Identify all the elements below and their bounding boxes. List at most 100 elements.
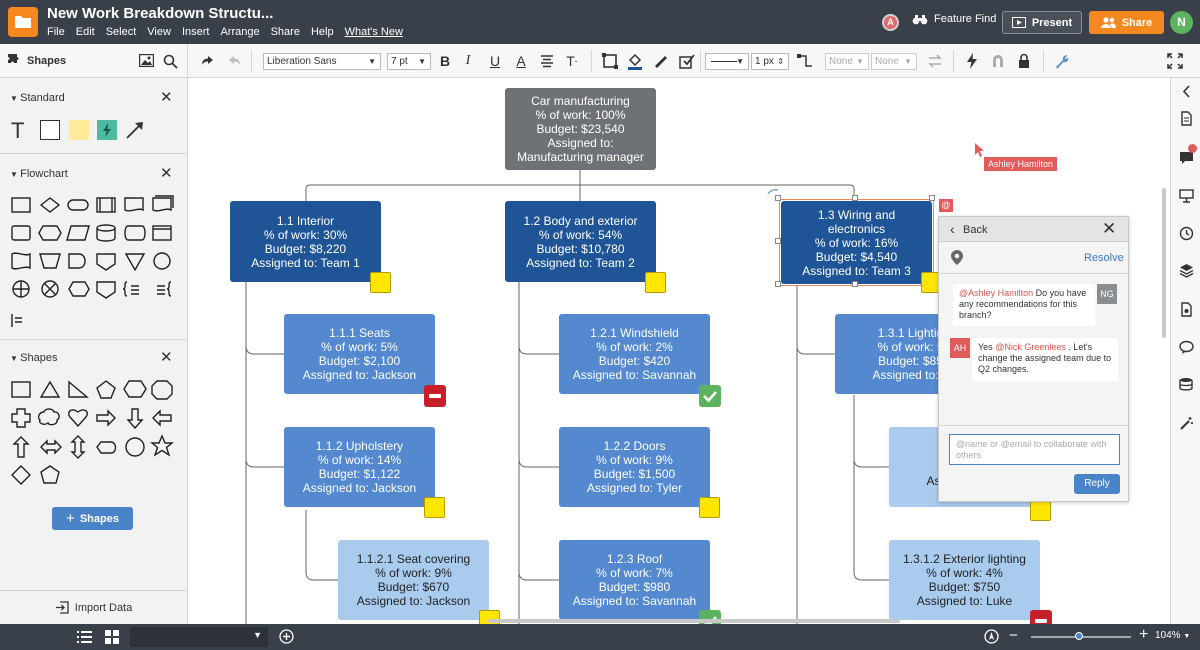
menu-edit[interactable]: Edit (75, 26, 95, 38)
wbs-node-1-1-2-1[interactable]: 1.1.2.1 Seat covering % of work: 9% Budg… (338, 540, 489, 620)
chat-icon[interactable] (1179, 340, 1194, 355)
database-icon[interactable] (1179, 377, 1194, 392)
line-width-select[interactable]: 1 px⇕ (751, 53, 789, 70)
text-color-icon[interactable]: A (516, 53, 526, 69)
sticky-note-icon[interactable] (370, 272, 391, 293)
navigation-icon[interactable] (984, 629, 999, 644)
sticky-note-icon[interactable] (699, 497, 720, 518)
grid-view-icon[interactable] (105, 630, 119, 644)
redo-icon[interactable] (225, 52, 243, 70)
close-icon[interactable]: ✕ (160, 89, 173, 106)
wbs-node-1-1-1[interactable]: 1.1.1 Seats % of work: 5% Budget: $2,100… (284, 314, 435, 394)
sticky-note-icon[interactable] (645, 272, 666, 293)
minus-status-icon[interactable] (424, 385, 446, 407)
comment-input[interactable]: @name or @email to collaborate with othe… (949, 434, 1120, 465)
wbs-node-1-2-3[interactable]: 1.2.3 Roof % of work: 7% Budget: $980 As… (559, 540, 710, 620)
minus-status-icon[interactable] (1030, 610, 1052, 624)
flowchart-shapes-grid[interactable] (9, 194, 179, 329)
wbs-node-1-2-2[interactable]: 1.2.2 Doors % of work: 9% Budget: $1,500… (559, 427, 710, 507)
data-icon[interactable] (1179, 302, 1194, 317)
section-flowchart-header[interactable]: ▼ Flowchart (10, 168, 68, 180)
reply-button[interactable]: Reply (1074, 474, 1120, 494)
document-title[interactable]: New Work Breakdown Structu... (47, 5, 274, 22)
close-icon[interactable]: ✕ (160, 165, 173, 182)
magnet-icon[interactable] (989, 52, 1007, 70)
zoom-out-button[interactable]: − (1009, 627, 1018, 644)
mention-link[interactable]: @Nick Greenlees (995, 342, 1066, 352)
search-icon[interactable] (163, 54, 178, 69)
menu-share[interactable]: Share (270, 26, 300, 38)
page-select[interactable]: ▼ (130, 627, 268, 647)
wbs-node-root[interactable]: Car manufacturing % of work: 100% Budget… (505, 88, 656, 170)
horizontal-scrollbar[interactable] (488, 619, 900, 623)
chevron-left-icon[interactable] (1179, 84, 1194, 99)
section-standard-header[interactable]: ▼ Standard (10, 92, 65, 104)
standard-shape-rectangle[interactable] (40, 120, 60, 140)
selection-handle[interactable] (852, 195, 858, 201)
wbs-node-1-1-2[interactable]: 1.1.2 Upholstery % of work: 14% Budget: … (284, 427, 435, 507)
font-family-select[interactable]: Liberation Sans▼ (263, 53, 381, 70)
menu-arrange[interactable]: Arrange (220, 26, 260, 38)
image-icon[interactable] (139, 54, 154, 67)
vertical-scrollbar[interactable] (1162, 188, 1166, 338)
basic-shapes-grid[interactable] (9, 378, 179, 488)
standard-shape-sticky-note[interactable] (69, 120, 89, 140)
menu-insert[interactable]: Insert (181, 26, 210, 38)
standard-shape-arrow[interactable] (125, 120, 145, 140)
standard-shape-text[interactable]: T (11, 118, 25, 143)
share-button[interactable]: Share (1089, 11, 1164, 34)
standard-shape-action[interactable] (97, 120, 117, 140)
arrow-end-select[interactable]: None▼ (871, 53, 917, 70)
italic-icon[interactable]: I (465, 53, 471, 68)
collaborator-avatar[interactable]: A (882, 14, 899, 31)
list-view-icon[interactable] (77, 630, 92, 644)
chevron-left-icon[interactable]: ‹ (950, 221, 955, 237)
feature-find-button[interactable]: Feature Find (912, 13, 996, 25)
menu-whats-new[interactable]: What's New (344, 26, 403, 38)
fill-color-icon[interactable] (626, 52, 644, 70)
style-icon[interactable] (678, 52, 696, 70)
line-style-select[interactable]: ▼ (705, 53, 749, 70)
zoom-slider-handle[interactable] (1075, 632, 1083, 640)
add-page-icon[interactable] (279, 629, 294, 644)
section-shapes-header[interactable]: ▼ Shapes (10, 352, 57, 364)
lock-icon[interactable] (1015, 52, 1033, 70)
presentation-icon[interactable] (1179, 188, 1194, 203)
sticky-note-icon[interactable] (1030, 500, 1051, 521)
undo-icon[interactable] (199, 52, 217, 70)
selection-handle[interactable] (775, 195, 781, 201)
wbs-node-1-2-1[interactable]: 1.2.1 Windshield % of work: 2% Budget: $… (559, 314, 710, 394)
history-clock-icon[interactable] (1179, 226, 1194, 241)
shape-border-icon[interactable] (601, 52, 619, 70)
fullscreen-icon[interactable] (1166, 52, 1184, 70)
close-icon[interactable]: ✕ (160, 349, 173, 366)
app-logo-folder-icon[interactable] (8, 7, 38, 37)
comments-icon[interactable] (1179, 150, 1194, 165)
selection-handle[interactable] (775, 281, 781, 287)
wbs-node-1-1[interactable]: 1.1 Interior % of work: 30% Budget: $8,2… (230, 201, 381, 282)
wbs-node-1-3[interactable]: 1.3 Wiring and electronics % of work: 16… (781, 201, 932, 284)
close-icon[interactable]: ✕ (1102, 219, 1117, 238)
bold-icon[interactable]: B (439, 53, 451, 69)
mention-link[interactable]: @Ashley Hamilton (959, 288, 1034, 298)
wrench-icon[interactable] (1053, 52, 1071, 70)
swap-arrows-icon[interactable] (926, 52, 944, 70)
selection-handle[interactable] (929, 195, 935, 201)
user-avatar[interactable]: N (1170, 11, 1193, 34)
layers-icon[interactable] (1179, 263, 1194, 278)
arrow-start-select[interactable]: None▼ (825, 53, 869, 70)
font-size-select[interactable]: 7 pt▼ (387, 53, 431, 70)
comment-marker[interactable]: @ (939, 199, 953, 212)
resolve-button[interactable]: Resolve (1084, 252, 1124, 264)
zoom-in-button[interactable]: + (1139, 626, 1149, 643)
magic-wand-icon[interactable] (1179, 416, 1194, 431)
line-color-icon[interactable] (652, 52, 670, 70)
wbs-node-1-3-1-2[interactable]: 1.3.1.2 Exterior lighting % of work: 4% … (889, 540, 1040, 620)
menu-help[interactable]: Help (310, 26, 334, 38)
present-button[interactable]: Present (1002, 11, 1082, 34)
checkmark-status-icon[interactable] (699, 385, 721, 407)
add-shapes-button[interactable]: +Shapes (52, 507, 133, 530)
lightning-icon[interactable] (963, 52, 981, 70)
connector-style-icon[interactable] (796, 52, 814, 70)
back-button[interactable]: Back (963, 224, 988, 236)
